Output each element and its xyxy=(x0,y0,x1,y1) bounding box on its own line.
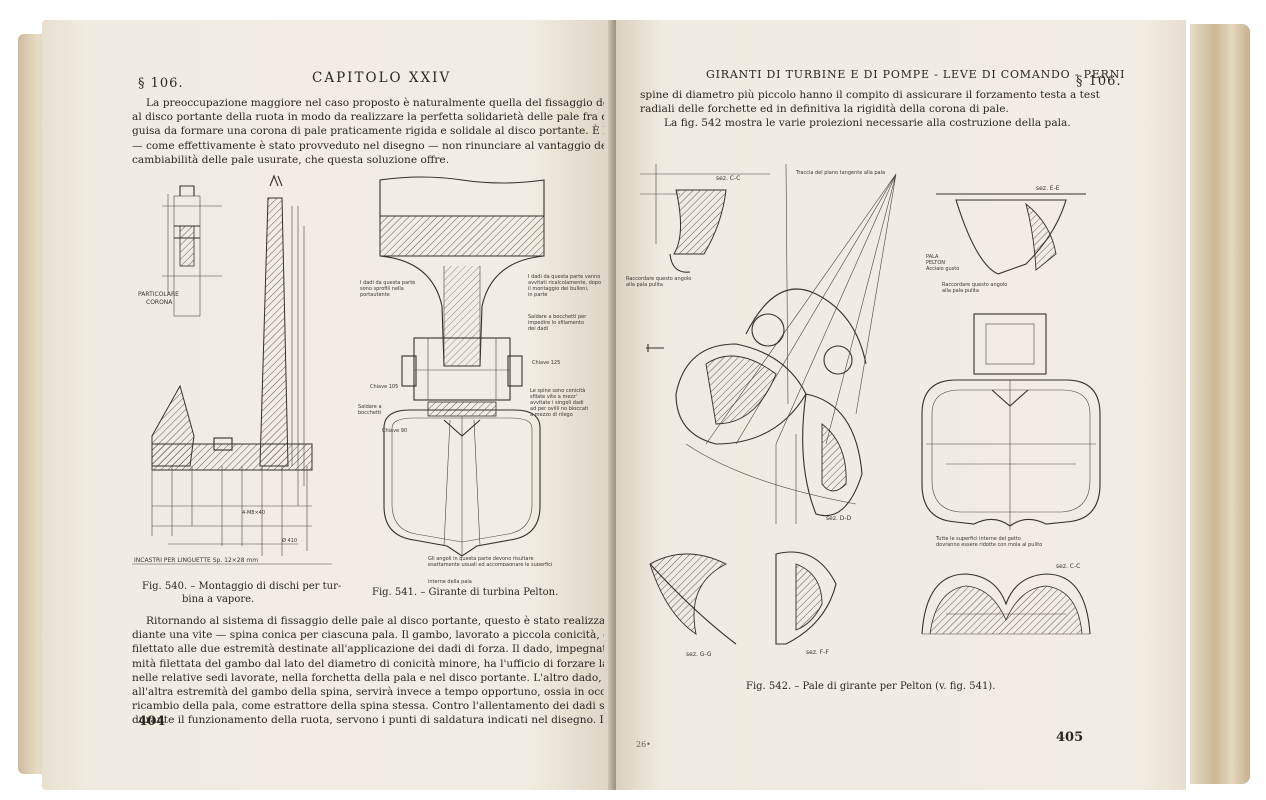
page-edges-right xyxy=(1190,24,1250,784)
sez-cc-label: sez. C-C xyxy=(716,175,740,182)
fig541-note2-line: il montaggio dei bulloni, xyxy=(528,286,589,292)
open-book: § 106. CAPITOLO XXIV La preoccupazione m… xyxy=(18,14,1250,794)
pala-pelton-label: PELTON xyxy=(926,260,945,266)
intro-line: cambiabilità delle pale usurate, che que… xyxy=(132,153,450,166)
fig541-note1-line: sono sprofili nella xyxy=(360,286,404,292)
body-line: diante una vite — spina conica per ciasc… xyxy=(132,629,604,642)
note-right-line: Raccordare questo angolo xyxy=(942,282,1007,288)
fig-540-drawing: PARTICOLARE CORONA 4-M8×40 Ø 410 INCASTR… xyxy=(132,166,332,571)
right-page-number: 405 xyxy=(1056,730,1084,745)
fig541-bottom-note-line: Gli angoli in questa parte devono risult… xyxy=(428,556,534,562)
pala-pelton-label: PALA xyxy=(926,254,939,260)
fig541-note4-line: ad per ovilli no bloccati xyxy=(530,406,588,412)
chiave-90-label: Chiave 90 xyxy=(382,428,407,434)
body-line: Ritornando al sistema di fissaggio delle… xyxy=(146,615,604,627)
sez-dd-label: sez. D-D xyxy=(826,515,852,522)
intro-paragraph: La preoccupazione maggiore nel caso prop… xyxy=(132,96,604,167)
body-line: all'altra estremità del gambo della spin… xyxy=(132,686,604,699)
note-left-line: alla pala pulita xyxy=(626,282,663,288)
body-line: durante il funzionamento della ruota, se… xyxy=(132,714,604,727)
fig-542-drawing: sez. C-C Raccordare questo angolo alla p… xyxy=(626,144,1106,664)
fig-540-caption: Fig. 540. – Montaggio di dischi per tur-… xyxy=(142,580,341,606)
acciaio-label: Acciaio gusto xyxy=(926,266,959,272)
fig-541-caption: Fig. 541. – Girante di turbina Pelton. xyxy=(372,587,559,598)
fig541-note2-line: I dadi da questa parte vanno xyxy=(528,274,600,280)
incastri-label: INCASTRI PER LINGUETTE Sp. 12×28 mm xyxy=(134,557,258,564)
corona-label: CORONA xyxy=(146,299,173,306)
right-intro-paragraph: spine di diametro più piccolo hanno il c… xyxy=(640,88,1100,131)
particolare-label: PARTICOLARE xyxy=(138,291,179,298)
note-bottom-line: Tutte le superfici interne del getto xyxy=(935,536,1021,542)
body-line: mità filettata del gambo dal lato del di… xyxy=(132,657,604,670)
intro-line: — come effettivamente è stato provveduto… xyxy=(132,139,604,152)
svg-text:4-M8×40: 4-M8×40 xyxy=(242,510,265,516)
fig541-note4-line: sfilate vite a mezz' xyxy=(530,394,577,400)
fig541-note3-line: impedire lo sfilamento xyxy=(528,320,584,326)
sez-gg-label: sez. G-G xyxy=(686,651,712,658)
intro-line: al disco portante della ruota in modo da… xyxy=(132,111,604,124)
intro-line: guisa da formare una corona di pale prat… xyxy=(132,125,604,138)
right-line: radiali delle forchette ed in definitiva… xyxy=(640,103,1009,116)
fig541-note1-line: portautente xyxy=(360,292,390,298)
chiave-105-label: Chiave 105 xyxy=(370,384,398,390)
fig541-note4-line: Le spine sono conicità xyxy=(530,387,585,394)
note-right-line: alla pala pulita xyxy=(942,288,979,294)
left-section-mark: § 106. xyxy=(138,76,184,91)
traccia-label: Traccia del piano tangente alla pala xyxy=(795,170,885,176)
left-page-number: 404 xyxy=(138,714,166,729)
fig-541-extra-note: interne della pala xyxy=(428,576,598,586)
caption-line: Fig. 540. – Montaggio di dischi per tur- xyxy=(142,581,342,592)
body-line: ricambio della pala, come estrattore del… xyxy=(132,700,604,713)
running-head: GIRANTI DI TURBINE E DI POMPE - LEVE DI … xyxy=(706,68,1126,81)
note-left-line: Raccordare questo angolo xyxy=(626,276,691,282)
sez-cc2-label: sez. C-C xyxy=(1056,563,1080,570)
fig541-note3-line: dei dadi xyxy=(528,326,548,332)
fig541-bottom-note-line: interne della pala xyxy=(428,579,472,585)
sez-ee-label: sez. E-E xyxy=(1036,185,1060,192)
fig541-note4-line: avvitate i singoli dadi xyxy=(530,400,584,406)
right-page: GIRANTI DI TURBINE E DI POMPE - LEVE DI … xyxy=(616,20,1186,790)
signature-mark: 26• xyxy=(636,740,651,749)
body-line: nelle relative sedi lavorate, nella forc… xyxy=(132,671,604,684)
body-paragraph: Ritornando al sistema di fissaggio delle… xyxy=(132,614,604,728)
note-bottom-line: dovranno essere ridotte con mola al puli… xyxy=(936,542,1042,548)
fig541-note4-line: a mezzo di rilego xyxy=(530,412,573,418)
fig541-note2-line: avvitati ricalcolamente, dopo xyxy=(528,280,601,286)
chiave-125-label: Chiave 125 xyxy=(532,360,560,366)
left-page: § 106. CAPITOLO XXIV La preoccupazione m… xyxy=(42,20,614,790)
fig-541-drawing: I dadi da questa parte sono sprofili nel… xyxy=(332,166,602,566)
saldare-label: Saldare a xyxy=(358,404,382,410)
fig541-note1-line: I dadi da questa parte xyxy=(360,280,415,286)
sez-ff-label: sez. F-F xyxy=(806,649,829,656)
svg-text:Ø 410: Ø 410 xyxy=(282,537,297,544)
body-line: filettato alle due estremità destinate a… xyxy=(132,643,604,656)
right-line: spine di diametro più piccolo hanno il c… xyxy=(640,89,1100,101)
intro-line: La preoccupazione maggiore nel caso prop… xyxy=(146,97,604,109)
fig-542-caption: Fig. 542. – Pale di girante per Pelton (… xyxy=(746,681,996,692)
right-line: La fig. 542 mostra le varie proiezioni n… xyxy=(664,117,1071,130)
right-section-mark: § 106. xyxy=(1076,74,1122,89)
fig541-note2-line: in parte xyxy=(528,292,547,298)
fig541-bottom-note-line: esattamente uguali ed accompagnare le su… xyxy=(428,562,552,566)
caption-line: bina a vapore. xyxy=(182,594,255,605)
chapter-title: CAPITOLO XXIV xyxy=(312,70,452,86)
saldare-label: bocchetti xyxy=(358,410,381,416)
fig541-note3-line: Saldare a bocchetti per xyxy=(528,314,587,320)
